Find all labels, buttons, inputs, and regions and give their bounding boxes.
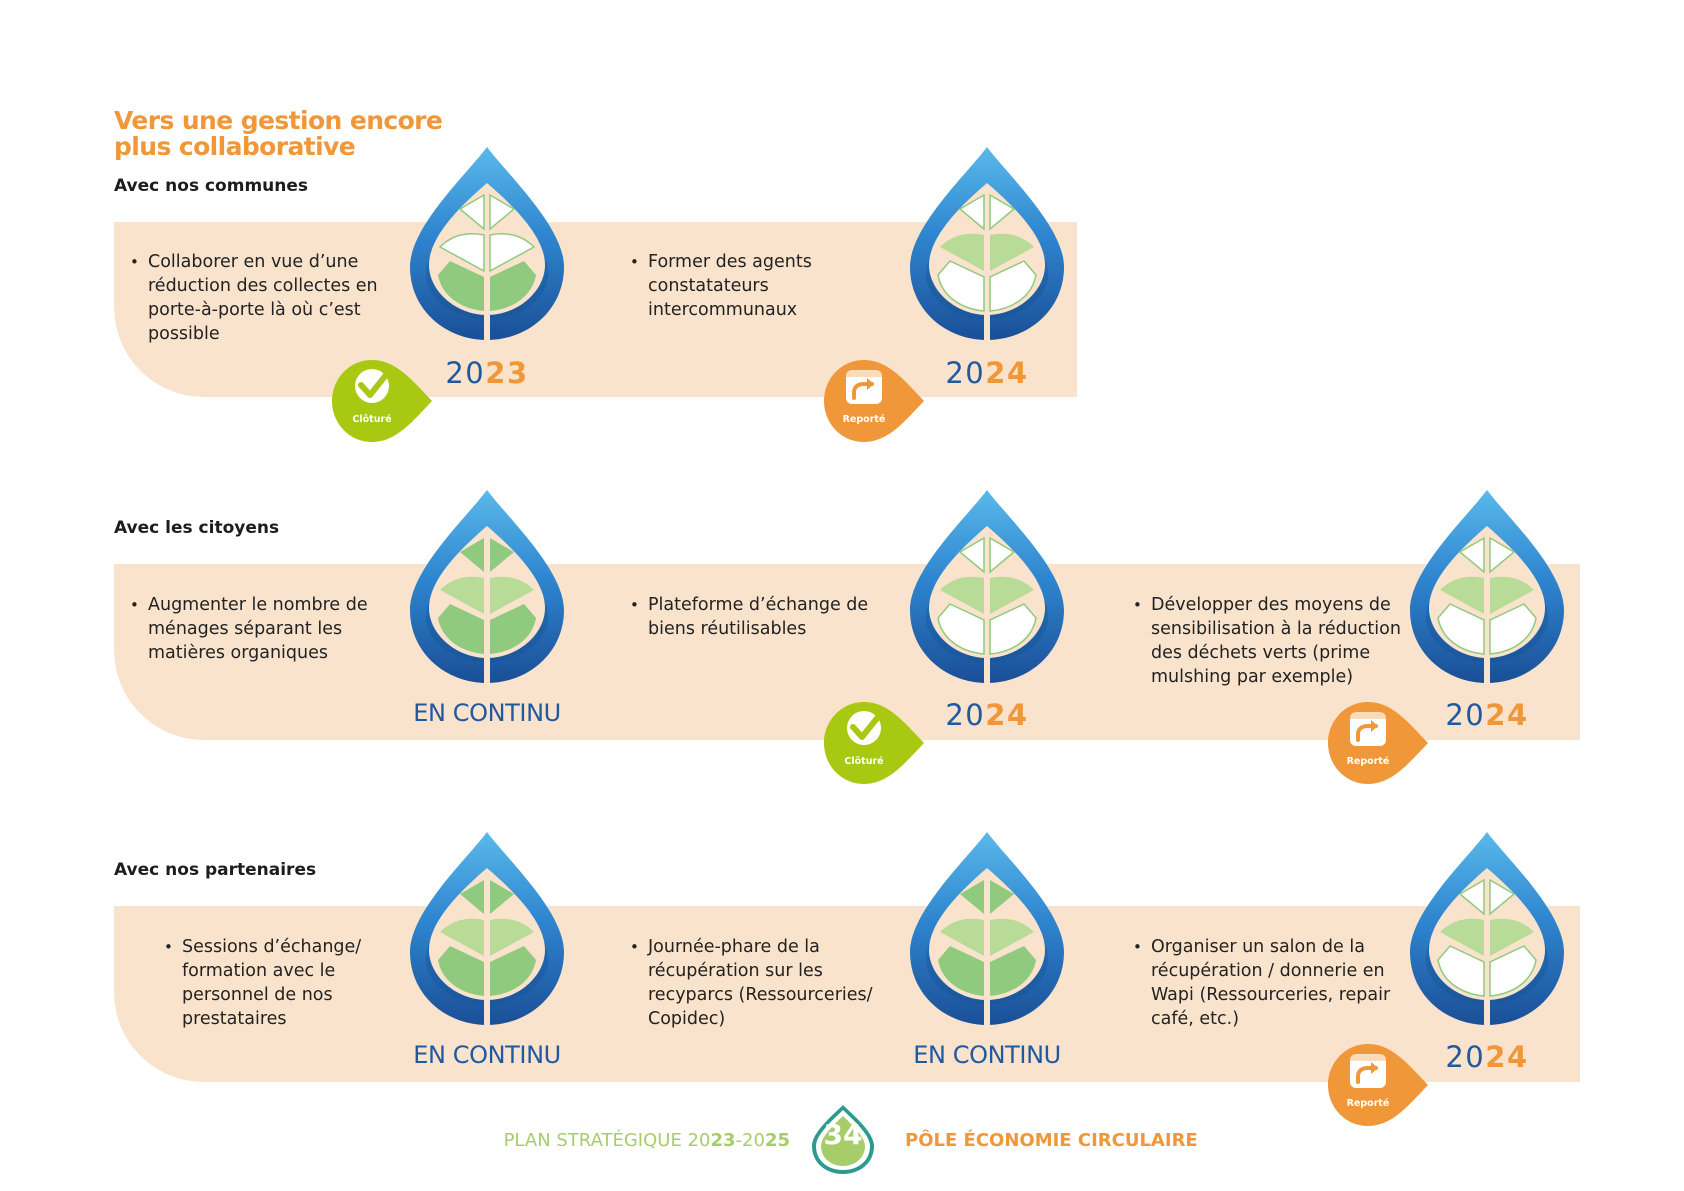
task-text: Organiser un salon de la récupération / …	[1133, 935, 1411, 1031]
status-badge-reporte	[1328, 1044, 1428, 1126]
status-badge-cloture	[824, 702, 924, 784]
water-drop-leaf-icon	[910, 490, 1064, 686]
task-text: Former des agents constatateurs intercom…	[630, 250, 898, 322]
water-drop-leaf-icon	[910, 832, 1064, 1028]
water-drop-leaf-icon	[410, 832, 564, 1028]
year-label: 2024	[1445, 698, 1529, 732]
year-label: 2024	[945, 698, 1029, 732]
task-text: Journée-phare de la récupération sur les…	[630, 935, 898, 1031]
footer-pole-label: PÔLE ÉCONOMIE CIRCULAIRE	[905, 1130, 1198, 1151]
status-continu: EN CONTINU	[913, 1041, 1061, 1069]
page-number: 34	[823, 1118, 863, 1151]
page-title: Vers une gestion encore plus collaborati…	[114, 106, 443, 161]
section-label-communes: Avec nos communes	[114, 176, 309, 196]
task-text: Développer des moyens de sensibilisation…	[1133, 593, 1411, 689]
badge-label: Clôturé	[844, 756, 884, 767]
year-label: 2024	[945, 356, 1029, 390]
status-badge-cloture	[332, 360, 432, 442]
badge-label: Clôturé	[352, 414, 392, 425]
task-text: Plateforme d’échange de biens réutilisab…	[630, 593, 898, 641]
task-text: Sessions d’échange/ formation avec le pe…	[164, 935, 412, 1031]
water-drop-leaf-icon	[1410, 490, 1564, 686]
water-drop-leaf-icon	[910, 147, 1064, 343]
badge-label: Reporté	[1346, 1098, 1390, 1109]
year-label: 2023	[445, 356, 529, 390]
status-badge-reporte	[824, 360, 924, 442]
task-text: Collaborer en vue d’une réduction des co…	[130, 250, 406, 346]
status-badge-reporte	[1328, 702, 1428, 784]
section-label-citoyens: Avec les citoyens	[114, 518, 280, 538]
page-number-drop-icon	[812, 1105, 874, 1174]
water-drop-leaf-icon	[410, 147, 564, 343]
year-label: 2024	[1445, 1040, 1529, 1074]
badge-label: Reporté	[1346, 756, 1390, 767]
water-drop-leaf-icon	[410, 490, 564, 686]
section-label-partenaires: Avec nos partenaires	[114, 860, 317, 880]
task-text: Augmenter le nombre de ménages séparant …	[130, 593, 406, 665]
footer-plan-label: PLAN STRATÉGIQUE 2023-2025	[503, 1130, 790, 1151]
water-drop-leaf-icon	[1410, 832, 1564, 1028]
status-continu: EN CONTINU	[413, 699, 561, 727]
badge-label: Reporté	[842, 414, 886, 425]
status-continu: EN CONTINU	[413, 1041, 561, 1069]
